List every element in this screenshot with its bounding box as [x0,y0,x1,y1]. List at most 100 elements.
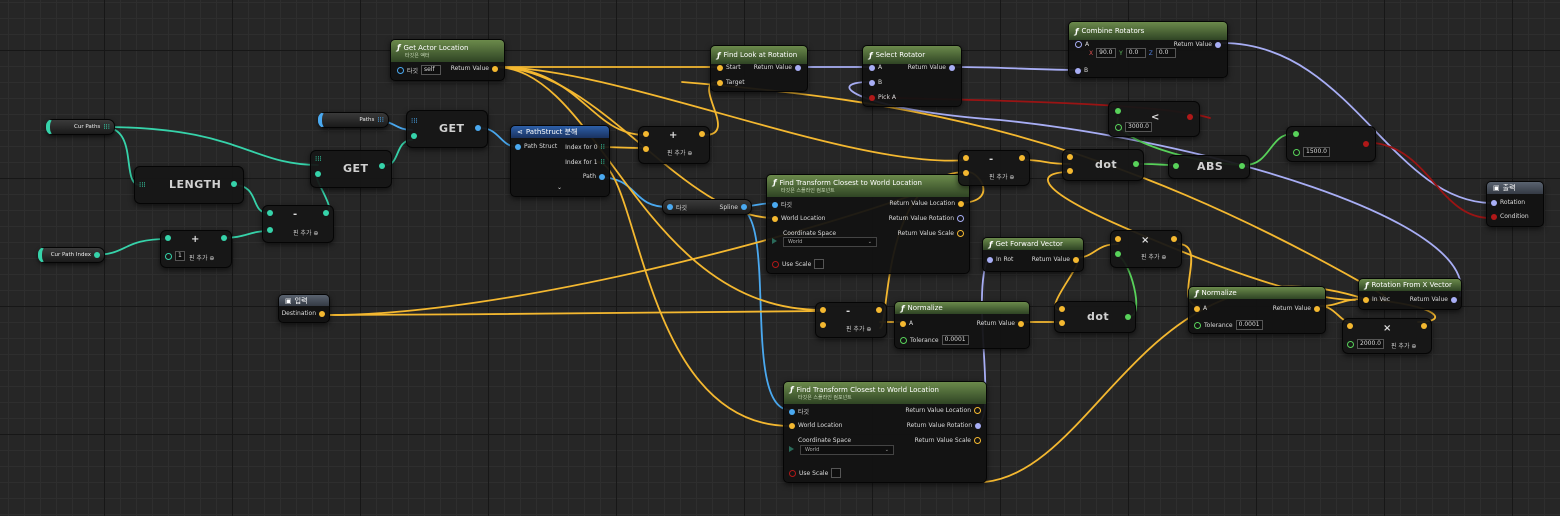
add-pin-button[interactable]: 핀 추가 ⊕ [667,150,693,157]
world-location-pin[interactable]: World Location [772,215,825,222]
pick-a-pin[interactable]: Pick A [869,94,896,101]
item-out-pin[interactable] [475,125,481,131]
input-pin[interactable] [1115,108,1121,114]
spline-getter-node[interactable]: 타깃 Spline [662,199,752,215]
return-pin[interactable]: Return Value [1410,296,1457,303]
b-pin[interactable]: B [869,79,882,86]
use-scale-checkbox[interactable] [831,468,842,478]
coordinate-space-select[interactable]: World⌄ [783,237,877,247]
target-pin[interactable]: 타깃 [667,203,687,212]
abs-node[interactable]: ABS [1168,155,1250,179]
use-scale-checkbox[interactable] [814,259,825,269]
target-field[interactable]: self [421,65,442,75]
index-pin[interactable] [315,171,321,177]
b-pin[interactable] [643,146,649,152]
length-out-pin[interactable] [231,181,237,187]
start-pin[interactable]: Start [717,64,741,71]
b-pin[interactable]: 1 [165,251,185,261]
index0-pin[interactable]: Index for 0⁞⁞ [565,143,605,151]
a-pin[interactable]: A [900,320,913,327]
result-pin[interactable] [1125,314,1131,320]
b-field[interactable]: 2000.0 [1357,339,1384,349]
b-pin[interactable] [963,170,969,176]
spline-pin[interactable]: Spline [720,204,747,211]
cur-path-index-variable[interactable]: Cur Path Index [38,247,105,263]
return-pin[interactable]: Return Value [1273,305,1320,312]
array-pin[interactable]: ⁞⁞⁞ [411,117,418,125]
dot-product-node[interactable]: dot [1054,301,1136,333]
break-pathstruct-node[interactable]: ⋖PathStruct 분해 Path Struct Index for 0⁞⁞… [510,125,610,197]
result-pin[interactable] [221,235,227,241]
input-node[interactable]: ▣입력 Destination [278,294,330,323]
add-pin-button[interactable]: 핀 추가 ⊕ [1141,254,1167,261]
tolerance-field[interactable]: 0.0001 [941,335,969,345]
index1-pin[interactable]: Index for 1⁞⁞ [565,158,605,166]
cur-paths-variable[interactable]: Cur Paths⁞⁞⁞ [46,119,115,135]
result-pin[interactable] [1133,161,1139,167]
a-pin[interactable] [643,131,649,137]
x-field[interactable]: 90.0 [1096,48,1117,58]
add-pin-button[interactable]: 핀 추가 ⊕ [846,326,872,333]
result-pin[interactable] [876,307,882,313]
b-pin[interactable] [1067,168,1073,174]
coordinate-space-pin[interactable] [789,446,794,452]
result-pin[interactable] [323,210,329,216]
coordinate-space-pin[interactable] [772,238,777,244]
return-pin[interactable]: Return Value [908,64,955,71]
b-pin[interactable] [1059,320,1065,326]
item-out-pin[interactable] [379,163,385,169]
a-pin[interactable] [820,307,826,313]
b-field[interactable]: 1 [175,251,185,261]
a-pin[interactable]: A [869,64,882,71]
a-pin[interactable] [963,155,969,161]
a-pin[interactable] [1115,236,1121,242]
condition-pin[interactable]: Condition [1491,213,1529,220]
a-pin[interactable]: A [1194,305,1207,312]
target-pin[interactable]: 타깃 [789,407,809,416]
a-pin[interactable] [1067,154,1073,160]
y-field[interactable]: 0.0 [1125,48,1146,58]
input-pin[interactable] [1293,131,1299,137]
path-pin[interactable]: Path [583,173,605,180]
add-pin-button[interactable]: 핀 추가 ⊕ [1391,343,1417,350]
subtract-vector-node[interactable]: - 핀 추가 ⊕ [958,150,1030,186]
a-pin[interactable] [1059,306,1065,312]
value-pin[interactable]: 1500.0 [1293,147,1330,157]
add-vector-node[interactable]: + 핀 추가 ⊕ [638,126,710,164]
return-pin[interactable]: Return Value [754,64,801,71]
return-rotation-pin[interactable]: Return Value Rotation [889,215,964,222]
add-int-node[interactable]: 1 + 핀 추가 ⊕ [160,230,232,268]
chevron-down-icon[interactable]: ⌄ [557,184,563,191]
array-get-node[interactable]: ⁞⁞⁞ GET [406,110,488,148]
return-pin[interactable]: Return Value [977,320,1024,327]
add-pin-button[interactable]: 핀 추가 ⊕ [189,255,215,262]
in-vec-pin[interactable]: In Vec [1363,296,1390,303]
compare-float-node[interactable]: 3000.0 < [1108,101,1200,137]
int-pin[interactable] [94,252,100,258]
tolerance-field[interactable]: 0.0001 [1235,320,1263,330]
result-pin[interactable] [1171,236,1177,242]
value-field[interactable]: 3000.0 [1125,122,1152,132]
dot-product-node[interactable]: dot [1062,149,1144,181]
b-pin[interactable] [267,227,273,233]
path-struct-pin[interactable]: Path Struct [515,143,557,150]
value-field[interactable]: 1500.0 [1303,147,1330,157]
return-scale-pin[interactable]: Return Value Scale [915,437,981,444]
target-pin[interactable]: Target [717,79,745,86]
array-pin-icon[interactable]: ⁞⁞⁞ [377,116,384,124]
output-node[interactable]: ▣출력 Rotation Condition [1486,181,1544,227]
result-pin[interactable] [1363,141,1369,147]
use-scale-pin[interactable]: Use Scale [789,468,842,478]
world-location-pin[interactable]: World Location [789,422,842,429]
return-location-pin[interactable]: Return Value Location [889,200,964,207]
destination-pin[interactable]: Destination [282,310,325,317]
input-pin[interactable] [1173,163,1179,169]
